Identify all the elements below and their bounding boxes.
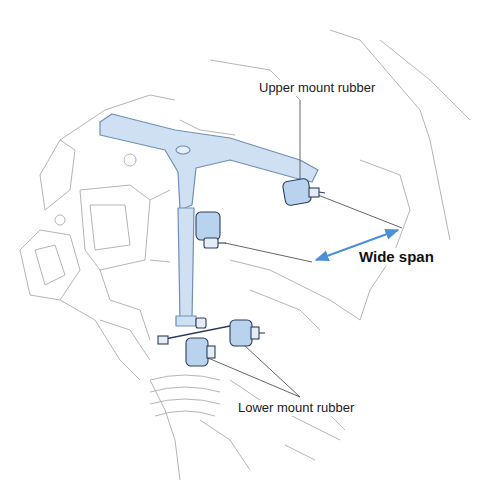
- part-label: Upper mount rubber: [257, 80, 377, 96]
- dimension-label: Wide span: [357, 248, 436, 266]
- part-label: Lower mount rubber: [236, 400, 356, 416]
